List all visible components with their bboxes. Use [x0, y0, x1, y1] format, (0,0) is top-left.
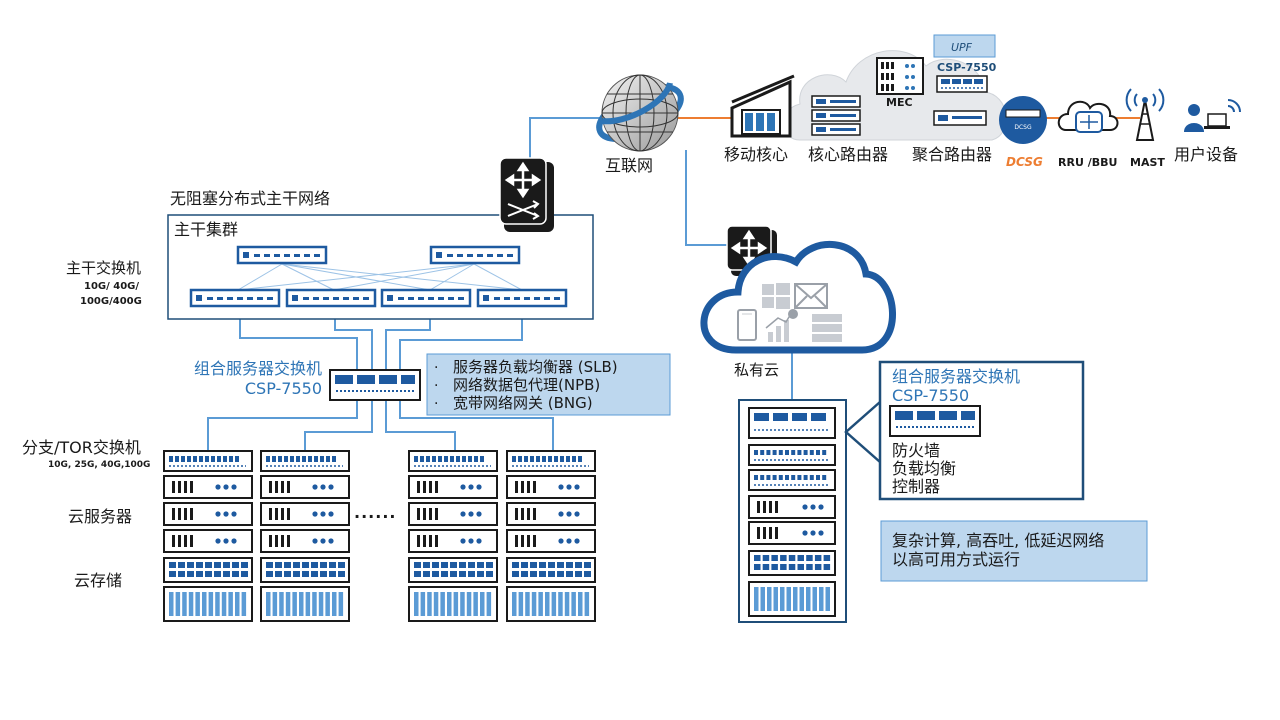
rack-gap-dots: ...... — [354, 503, 396, 522]
internet-to-backbone-line — [529, 117, 603, 160]
spine-switch-speed-2: 100G/400G — [80, 296, 142, 307]
mec-label: MEC — [886, 96, 913, 109]
mail-icon — [794, 283, 828, 309]
combo-to-tor-2 — [304, 400, 373, 450]
spine-switch-1 — [189, 288, 281, 308]
private-function-firewall: 防火墙 — [892, 441, 940, 460]
core-router-icon — [811, 95, 861, 136]
rru-bbu-label: RRU /BBU — [1058, 156, 1117, 169]
upf-device-icon — [936, 75, 988, 93]
private-callout-pointer — [844, 401, 881, 463]
svg-text:·: · — [434, 360, 438, 376]
combo-left-function-1: 服务器负载均衡器 (SLB) — [453, 358, 618, 376]
svg-text:·: · — [434, 396, 438, 412]
private-note-box — [880, 520, 1148, 582]
cloud-storage-label: 云存储 — [74, 571, 122, 590]
combo-to-tor-3 — [385, 400, 456, 450]
dcsg-label: DCSG — [1006, 155, 1043, 169]
cloud-servers-label: 云服务器 — [68, 507, 132, 526]
mobile-core-label: 移动核心 — [724, 145, 788, 164]
private-function-load-balancer: 负载均衡 — [892, 459, 956, 478]
mec-server-icon — [876, 57, 924, 95]
spine-switch-4 — [476, 288, 568, 308]
tablet-icon — [737, 309, 757, 341]
server-rack-4 — [506, 450, 596, 622]
spine-switches — [189, 245, 568, 308]
internet-label: 互联网 — [605, 156, 653, 175]
combo-left-callout — [426, 353, 671, 416]
spine-switch-top-1 — [236, 245, 328, 265]
private-note-line-2: 以高可用方式运行 — [892, 550, 1020, 569]
spine-switch-speed-1: 10G/ 40G/ — [84, 281, 139, 292]
aggregation-router-label: 聚合路由器 — [912, 145, 992, 164]
private-function-controller: 控制器 — [892, 477, 940, 496]
upf-label: UPF — [951, 41, 973, 54]
storage-stack-icon — [812, 314, 842, 342]
spine-switch-top-2 — [429, 245, 521, 265]
user-devices-label: 用户设备 — [1174, 145, 1238, 164]
private-combo-label: 组合服务器交换机 — [892, 367, 1020, 386]
server-rack-2 — [260, 450, 350, 622]
server-rack-3 — [408, 450, 498, 622]
private-combo-device-icon — [889, 405, 981, 437]
internet-globe-icon — [596, 74, 684, 152]
dcsg-chip-label: DCSG — [1014, 124, 1032, 131]
upf-callout — [933, 34, 996, 58]
backbone-cluster-label: 主干集群 — [174, 220, 238, 239]
spine-switch-label: 主干交换机 — [66, 259, 141, 277]
aggregation-router-icon — [933, 110, 987, 126]
private-rack-stack — [748, 407, 836, 617]
private-combo-model: CSP-7550 — [892, 386, 969, 405]
spine-mesh — [237, 263, 523, 291]
svg-text:·: · — [434, 378, 438, 394]
rru-bbu-cloud-icon — [1057, 100, 1119, 133]
combo-left-device-icon — [329, 369, 421, 401]
radio-mast-icon — [1125, 88, 1165, 141]
combo-to-tor-1 — [207, 400, 358, 450]
combo-left-label: 组合服务器交换机 — [194, 359, 322, 378]
mobile-chain-labels: 移动核心 核心路由器 聚合路由器 DCSG RRU /BBU MAST 用户设备 — [724, 145, 1238, 169]
spine-switch-2 — [285, 288, 377, 308]
windows-icon — [762, 283, 790, 309]
combo-left-function-2: 网络数据包代理(NPB) — [453, 376, 600, 394]
core-router-label: 核心路由器 — [808, 145, 888, 164]
tor-switch-speeds: 10G, 25G, 40G,100G — [48, 460, 150, 470]
spine-switch-3 — [380, 288, 472, 308]
router-icon — [499, 157, 554, 232]
combo-to-tor-4 — [399, 400, 554, 450]
cloud-services-icons — [737, 283, 842, 342]
private-rack-units — [748, 407, 836, 617]
combo-left-function-list: · 服务器负载均衡器 (SLB) · 网络数据包代理(NPB) · 宽带网络网关… — [434, 358, 618, 412]
server-rack-1 — [163, 450, 253, 622]
dcsg-device-icon: DCSG — [999, 96, 1047, 144]
rack-columns — [163, 450, 596, 622]
private-note-line-1: 复杂计算, 高吞吐, 低延迟网络 — [892, 531, 1104, 550]
internet-to-private-cloud-line — [685, 150, 727, 246]
combo-to-spine-1 — [239, 306, 358, 372]
growth-chart-icon — [765, 309, 798, 342]
private-cloud-label: 私有云 — [734, 361, 779, 379]
mobile-core-building-icon — [730, 74, 795, 138]
combo-left-model: CSP-7550 — [245, 379, 322, 398]
combo-left-function-3: 宽带网络网关 (BNG) — [453, 394, 593, 412]
backbone-title: 无阻塞分布式主干网络 — [170, 189, 330, 208]
combo-to-spine-4 — [399, 306, 523, 372]
user-devices-icon — [1184, 99, 1241, 132]
tor-switch-label: 分支/TOR交换机 — [22, 438, 141, 457]
upf-model: CSP-7550 — [937, 61, 997, 74]
mast-label: MAST — [1130, 156, 1165, 169]
